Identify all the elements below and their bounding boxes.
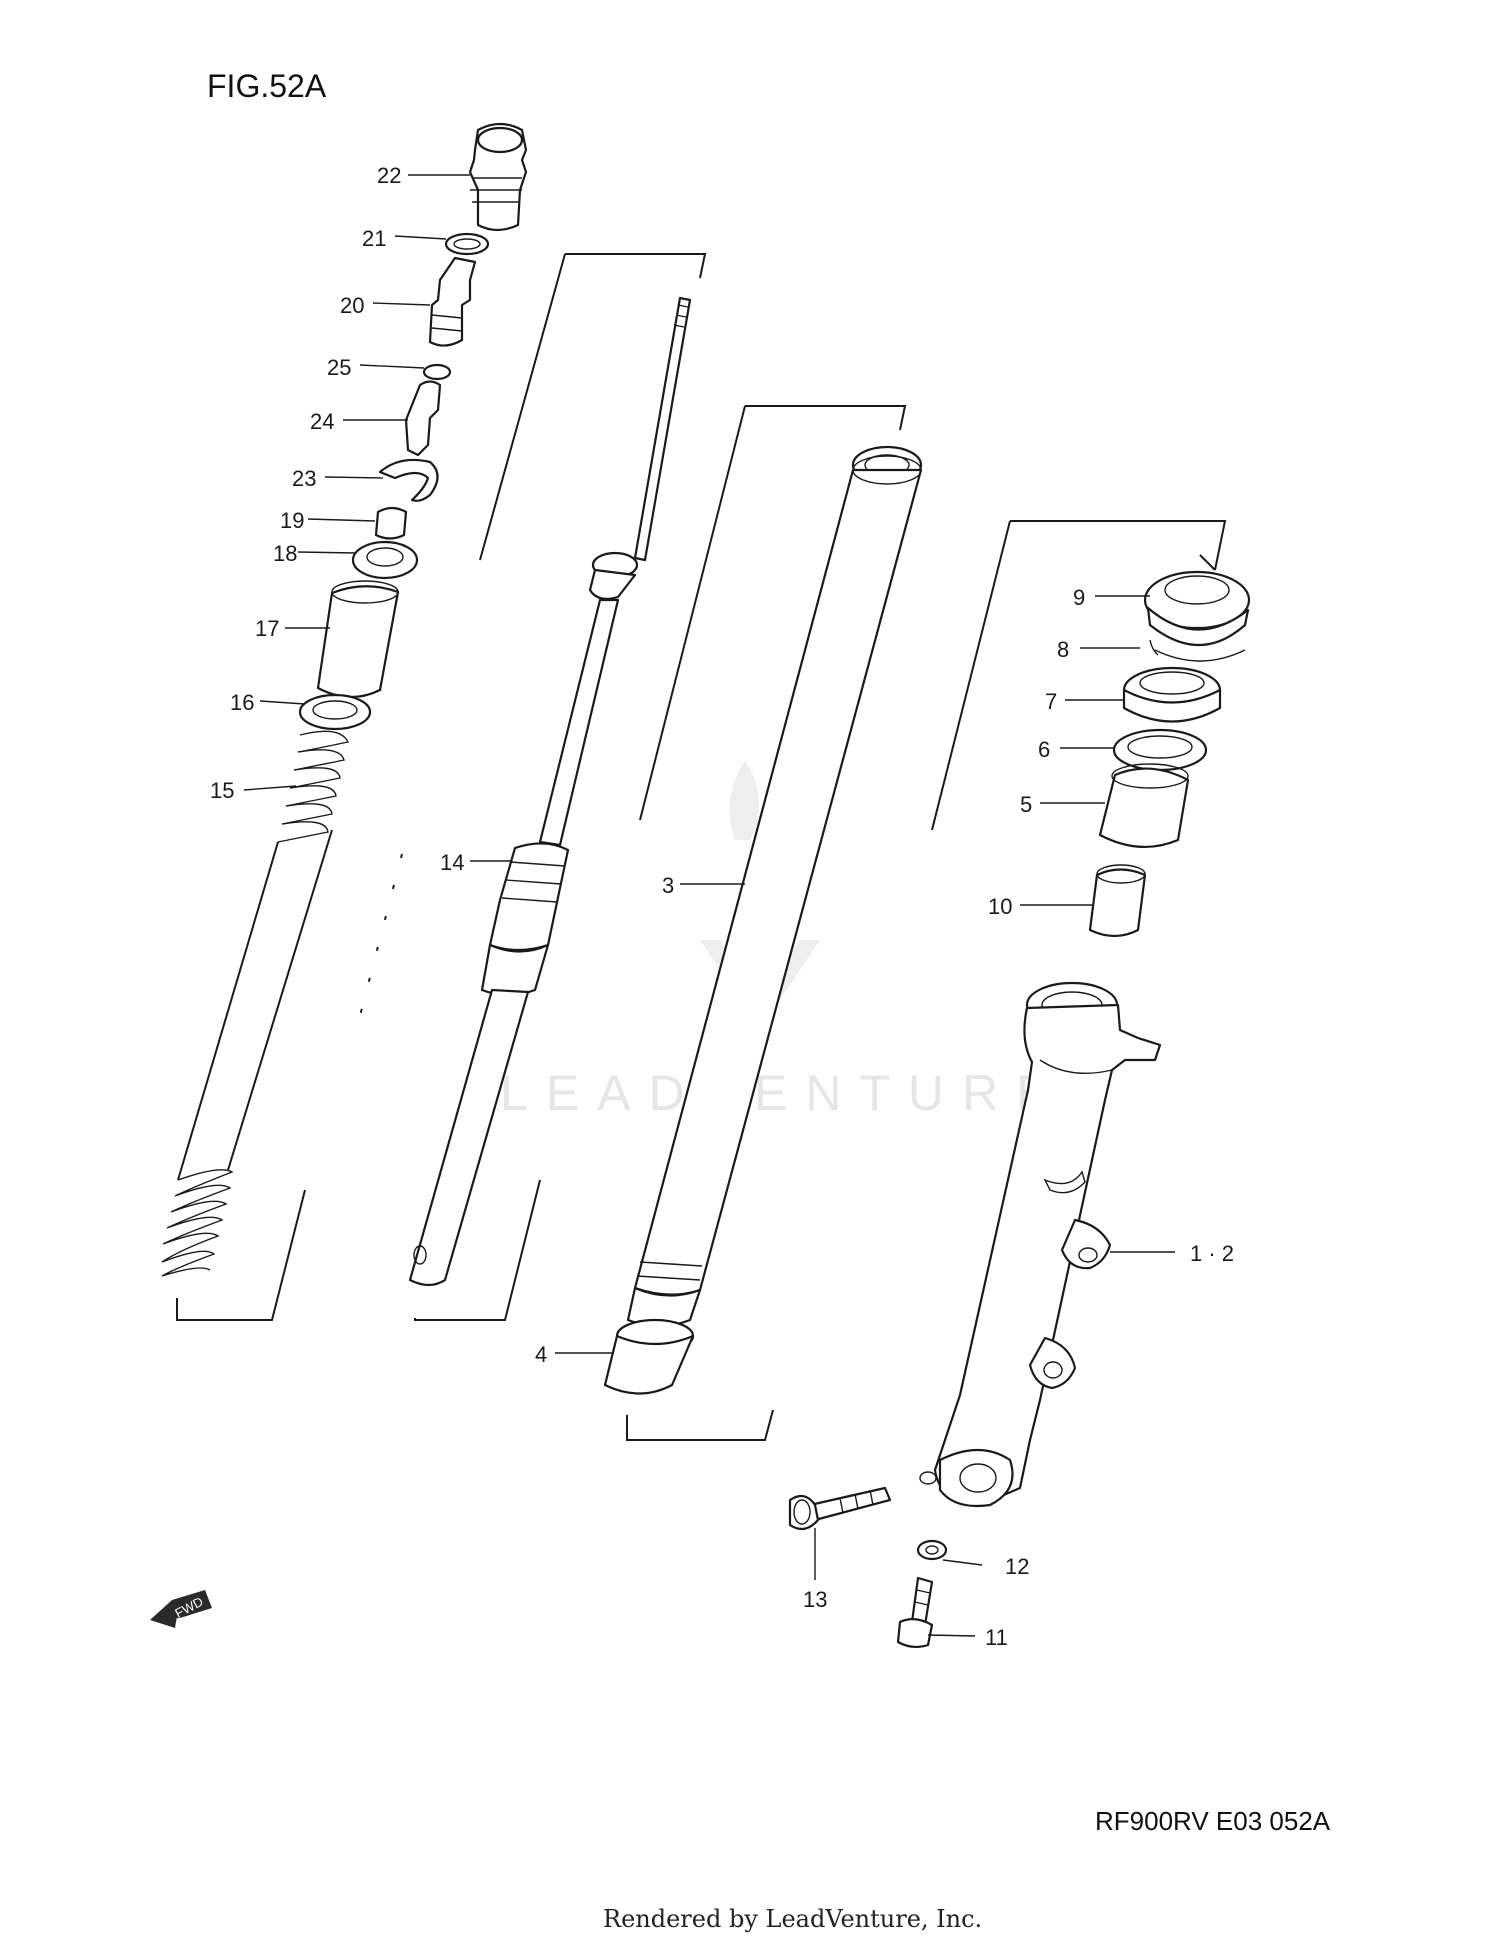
callout-20: 20 (340, 293, 364, 318)
callout-22: 22 (377, 163, 401, 188)
callout-23: 23 (292, 466, 316, 491)
callout-4: 4 (535, 1342, 547, 1367)
part-22-cap-bolt (468, 122, 528, 232)
callout-18: 18 (273, 541, 297, 566)
part-5-guide-bushing (1098, 763, 1190, 848)
footer-credit: Rendered by LeadVenture, Inc. (603, 1905, 982, 1933)
part-16-washer (298, 693, 372, 731)
callout-14: 14 (440, 850, 464, 875)
watermark-text: LEADVENTURE (500, 1065, 1068, 1121)
part-4-bushing (603, 1318, 695, 1395)
callout-7: 7 (1045, 689, 1057, 714)
part-18-spacer-seat (351, 540, 419, 580)
callout-8: 8 (1057, 637, 1069, 662)
part-24-rod-pin (404, 380, 442, 457)
part-20-adjuster (428, 256, 477, 347)
callout-3: 3 (662, 873, 674, 898)
part-1-2-outer-tube (919, 981, 1162, 1508)
callout-13: 13 (803, 1587, 827, 1612)
callout-9: 9 (1073, 585, 1085, 610)
group-outlines (176, 253, 1227, 1441)
figure-title: FIG.52A (207, 68, 327, 104)
callout-15: 15 (210, 778, 234, 803)
callout-6: 6 (1038, 737, 1050, 762)
part-15-spring (161, 730, 350, 1277)
callout-leaders (243, 174, 1175, 1637)
callout-24: 24 (310, 409, 334, 434)
callout-10: 10 (988, 894, 1012, 919)
diagram-code: RF900RV E03 052A (1095, 1806, 1331, 1836)
part-8-circlip (1149, 639, 1246, 662)
callout-25: 25 (327, 355, 351, 380)
part-23-clip (378, 458, 439, 502)
part-3-inner-tube (626, 445, 923, 1328)
watermark: LEADVENTURE (500, 760, 1068, 1121)
callout-16: 16 (230, 690, 254, 715)
callout-12: 12 (1005, 1554, 1029, 1579)
callout-labels: 22 21 20 25 24 23 19 18 17 16 15 14 3 9 … (210, 163, 1234, 1650)
part-21-oring (444, 232, 490, 256)
part-12-washer (916, 1539, 948, 1561)
part-7-oil-seal (1122, 666, 1222, 723)
part-9-dust-seal (1143, 570, 1251, 646)
part-6-washer (1112, 728, 1208, 772)
callout-1-2: 1 · 2 (1190, 1241, 1234, 1266)
callout-19: 19 (280, 508, 304, 533)
callout-11: 11 (985, 1625, 1008, 1650)
callout-17: 17 (255, 616, 279, 641)
fwd-label: FWD (172, 1594, 205, 1621)
callout-5: 5 (1020, 792, 1032, 817)
part-14-damper-rod (408, 296, 692, 1287)
part-11-drain-bolt (896, 1576, 934, 1649)
part-10-slide-bushing (1088, 864, 1147, 938)
part-19-collar (374, 506, 408, 540)
part-25-washer (422, 363, 452, 381)
part-17-spacer (316, 580, 400, 699)
callout-21: 21 (362, 226, 386, 251)
fwd-arrow-icon: FWD (150, 1590, 212, 1628)
part-13-axle-bolt (788, 1486, 892, 1531)
